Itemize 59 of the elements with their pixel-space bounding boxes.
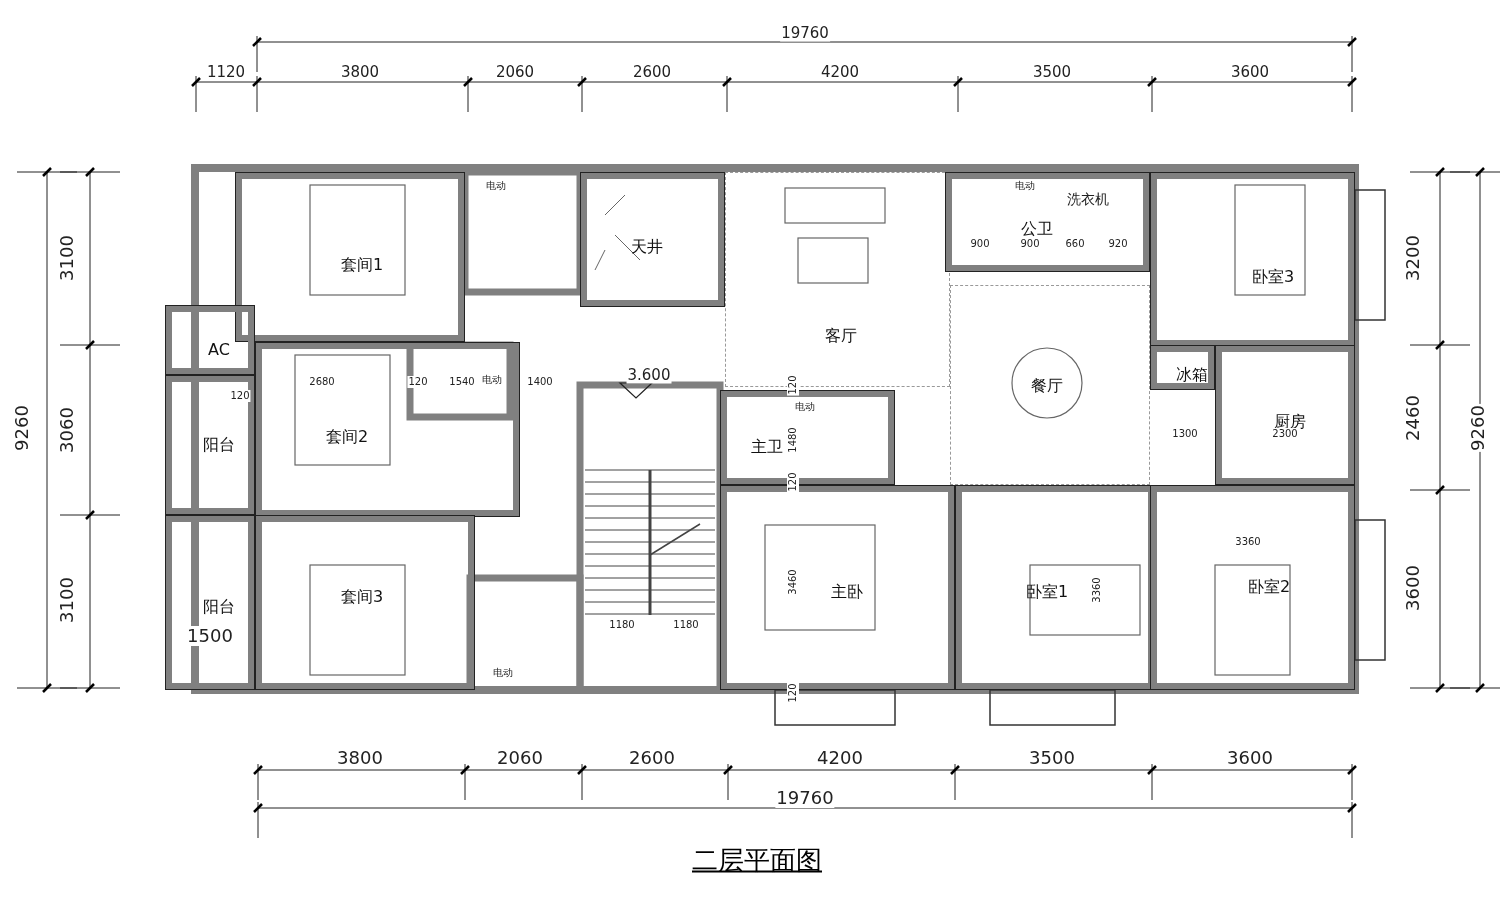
dimension-label: 120 [787,682,799,704]
room-label: 天井 [631,236,663,258]
room-outline [165,515,255,690]
room-outline [1215,345,1355,485]
dimension-label: 19760 [775,788,835,808]
dimension-label: 1540 [448,376,476,388]
room-label: 阳台 [203,434,235,456]
dimension-label: 920 [1107,238,1129,250]
room-outline [1150,345,1215,390]
dimension-label: 1400 [526,376,554,388]
dimension-label: 3360 [1234,536,1262,548]
room-label: 套间3 [340,586,384,608]
fixture-label: 电动 [485,180,507,192]
dimension-label: 3360 [1091,576,1103,604]
dimension-label: 1500 [186,626,234,646]
room-label: 主卫 [751,436,783,458]
fixture-label: 电动 [481,374,503,386]
room-outline [165,305,255,375]
room-outline [945,172,1150,272]
appliance-label: 洗衣机 [1066,191,1110,207]
room-outline [1150,172,1355,347]
room-label: 餐厅 [1031,375,1063,397]
room-label: 套间1 [340,254,384,276]
room-label: 公卫 [1021,218,1053,239]
dimension-label: 1180 [608,619,636,631]
room-label: 主卧 [831,581,863,603]
fixture-label: 电动 [794,401,816,413]
drawing-title: 二层平面图 [692,843,822,877]
dimension-label: 1180 [672,619,700,631]
open-area-outline [950,285,1150,485]
room-label: 冰箱 [1176,364,1208,386]
room-outline [165,375,255,515]
dimension-label: 120 [407,376,429,388]
dimension-label: 1300 [1171,428,1199,440]
room-label: 卧室3 [1251,266,1295,288]
room-label: 套间2 [325,426,369,448]
room-label: 卧室2 [1247,576,1291,598]
room-label: AC [208,339,230,359]
room-outline [235,172,465,342]
room-outline [255,515,475,690]
dimension-label: 900 [969,238,991,250]
fixture-label: 电动 [492,667,514,679]
dimension-label: 3460 [787,568,799,596]
dimension-label: 120 [787,471,799,493]
dimension-label: 900 [1019,238,1041,250]
room-outline [255,342,520,517]
room-outline [1150,485,1355,690]
room-label: 卧室1 [1025,581,1069,603]
dimension-label: 19760 [780,24,830,42]
dimension-label: 1480 [787,426,799,454]
dimension-label: 120 [787,374,799,396]
elevation-label: 3.600 [626,366,672,384]
room-label: 阳台 [203,596,235,618]
dimension-label: 2680 [308,376,336,388]
dimension-label: 660 [1064,238,1086,250]
dimension-label: 120 [229,390,251,402]
fixture-label: 电动 [1014,180,1036,192]
room-label: 客厅 [825,325,857,347]
room-outline [580,172,725,307]
